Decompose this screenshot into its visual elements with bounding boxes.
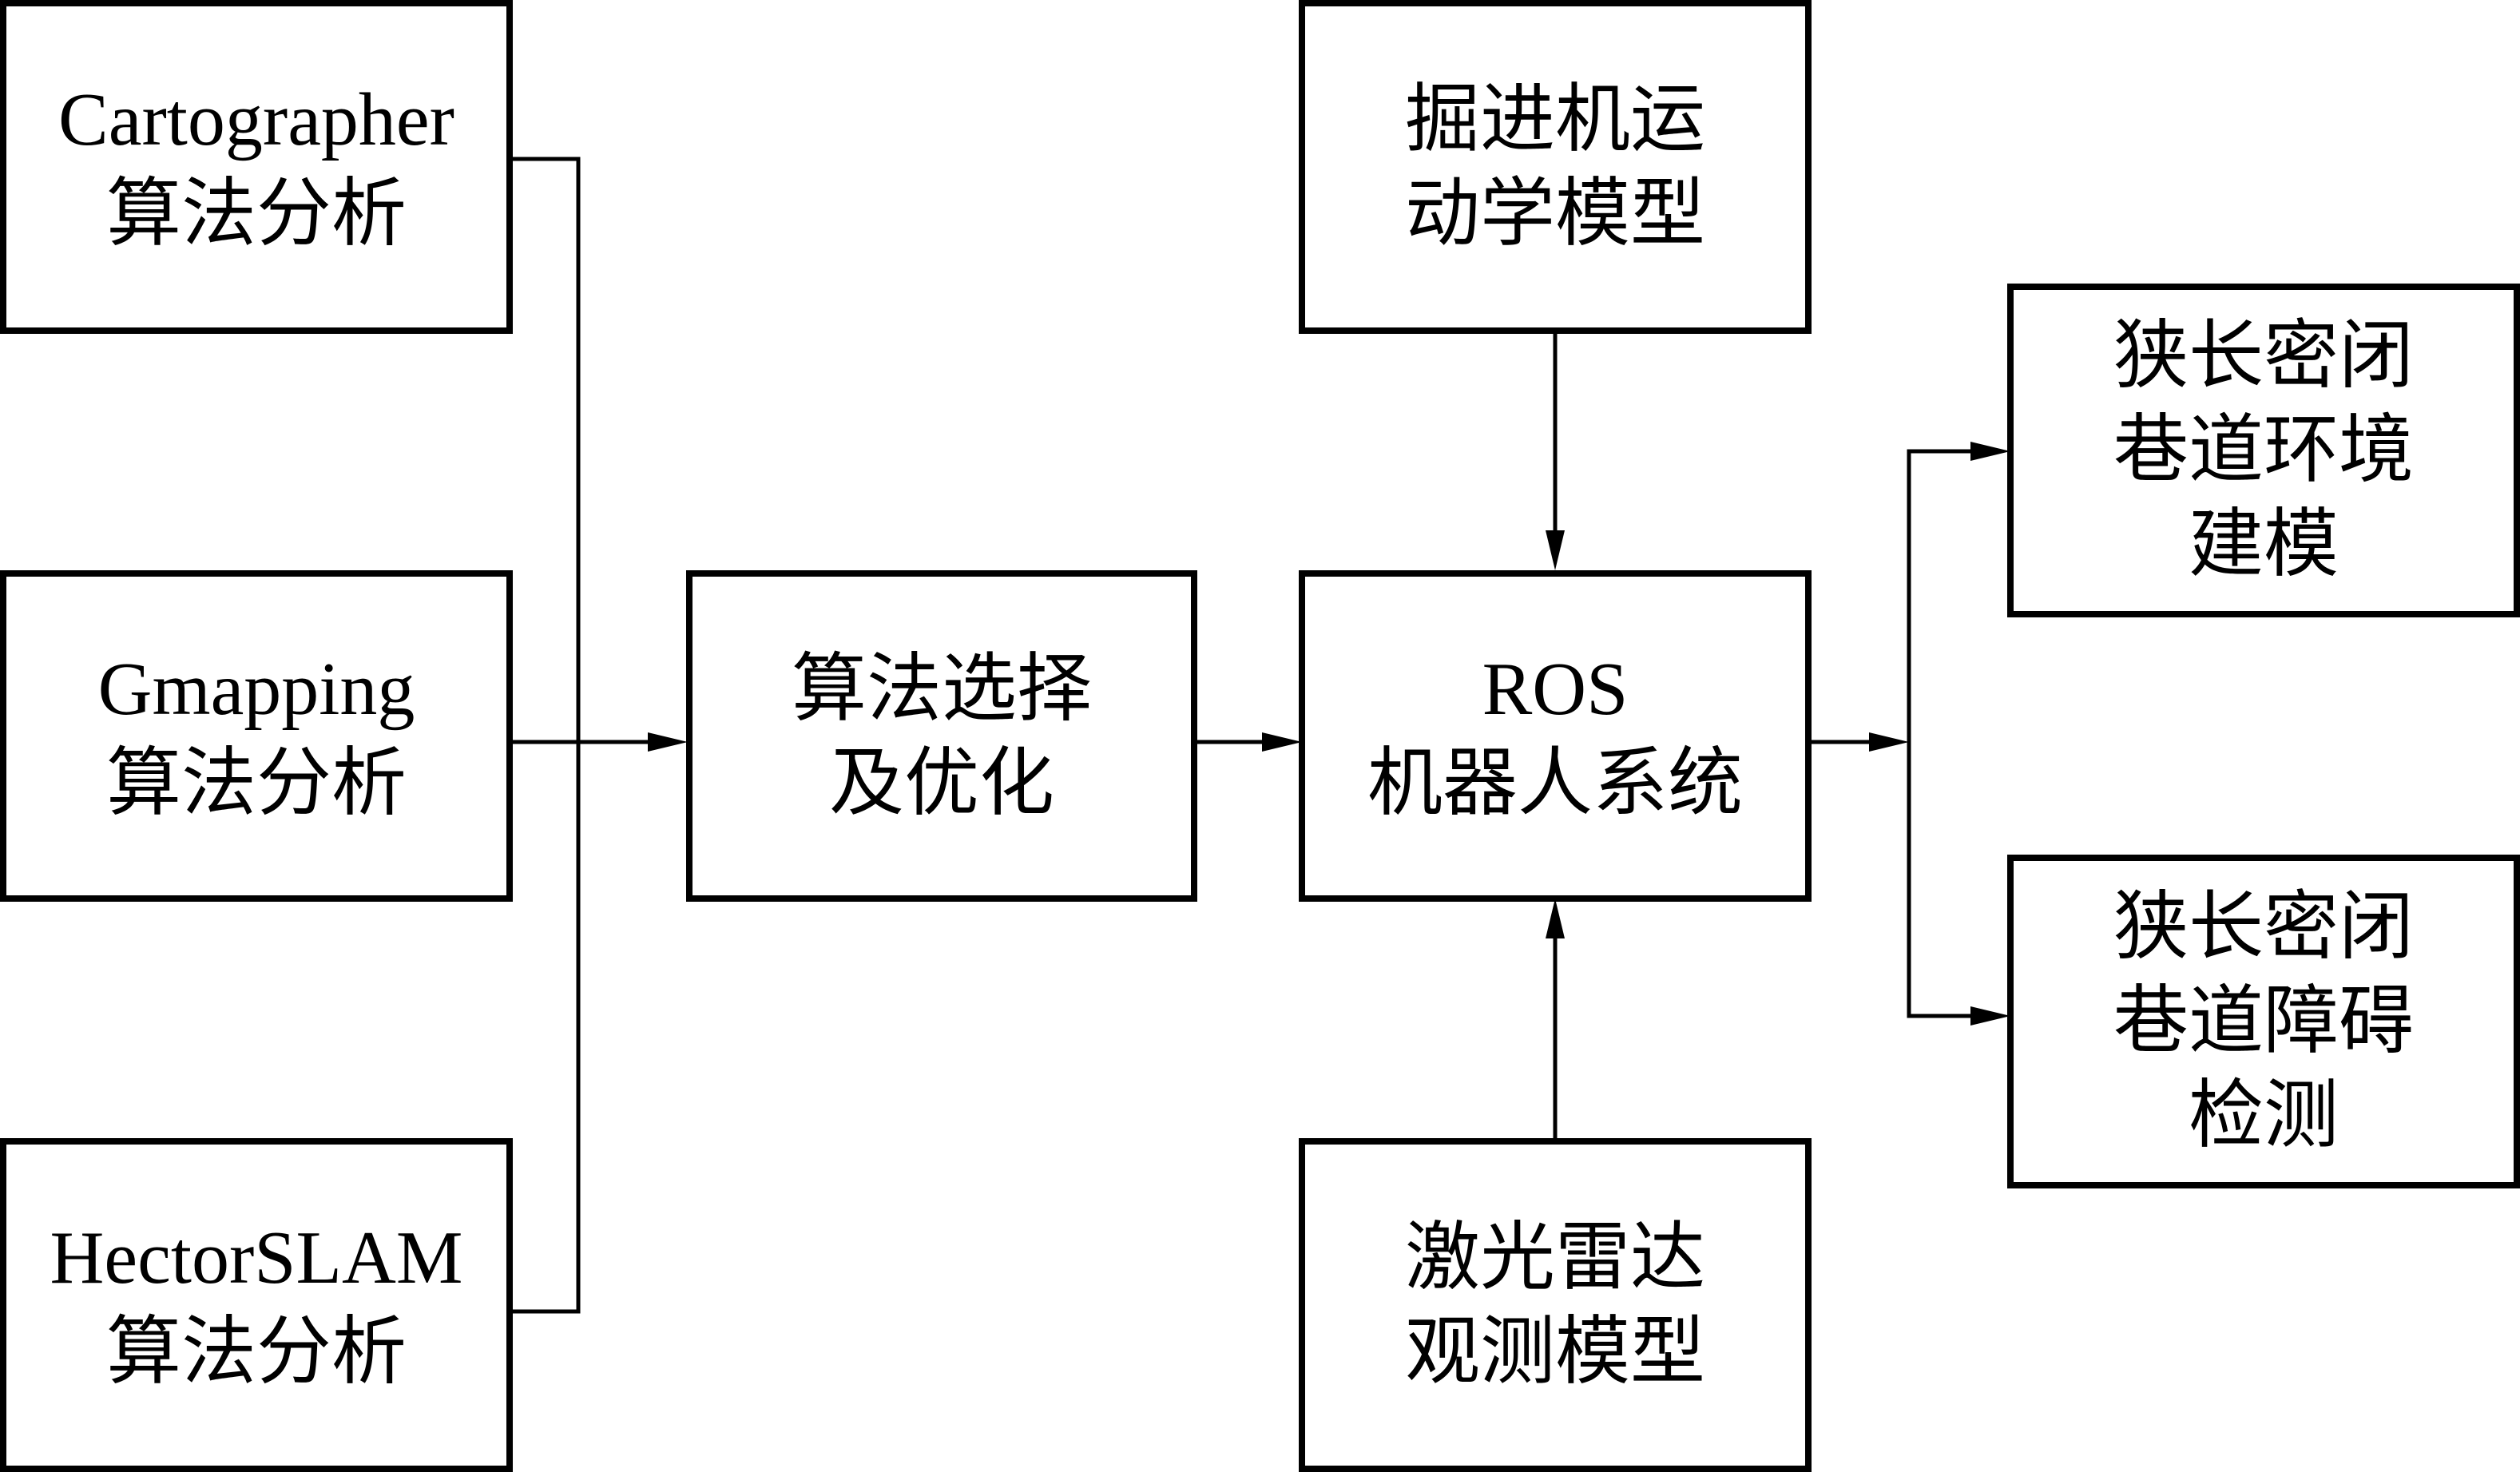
- node-label-line: 巷道障碍: [2113, 980, 2414, 1063]
- node-cartographer: Cartographer 算法分析: [0, 0, 513, 334]
- node-label-line: 巷道环境: [2113, 409, 2414, 492]
- edge-split-branches: [1907, 449, 1979, 1018]
- node-label-line: 检测: [2188, 1074, 2339, 1157]
- arrowhead-split: [1869, 732, 1909, 752]
- node-label-line: 激光雷达: [1404, 1216, 1705, 1299]
- arrowhead-ros-top: [1546, 530, 1565, 570]
- node-lidar: 激光雷达 观测模型: [1299, 1138, 1812, 1472]
- node-hectorslam: HectorSLAM 算法分析: [0, 1138, 513, 1472]
- node-label-line: Gmapping: [97, 647, 415, 731]
- node-algo-select: 算法选择 及优化: [686, 570, 1197, 902]
- node-gmapping: Gmapping 算法分析: [0, 570, 513, 902]
- node-ros: ROS 机器人系统: [1299, 570, 1812, 902]
- node-label-line: 及优化: [828, 741, 1054, 825]
- node-label-line: 掘进机运: [1404, 78, 1705, 161]
- node-label-line: ROS: [1482, 647, 1629, 731]
- node-label-line: 观测模型: [1404, 1311, 1705, 1394]
- node-label-line: HectorSLAM: [50, 1216, 463, 1299]
- node-label-line: Cartographer: [58, 78, 454, 161]
- node-label-line: 动学模型: [1404, 173, 1705, 256]
- node-label-line: 机器人系统: [1367, 741, 1743, 825]
- node-label-line: 算法选择: [791, 647, 1092, 731]
- arrowhead-env-model: [1970, 442, 2010, 461]
- arrowhead-ros-left: [1262, 732, 1302, 752]
- node-label-line: 狭长密闭: [2113, 886, 2414, 969]
- node-label-line: 算法分析: [105, 1311, 407, 1394]
- node-label-line: 算法分析: [105, 741, 407, 825]
- node-kinematics: 掘进机运 动学模型: [1299, 0, 1812, 334]
- arrowhead-obstacle: [1970, 1006, 2010, 1026]
- arrowhead-ros-bottom: [1546, 899, 1565, 938]
- node-env-model: 狭长密闭 巷道环境 建模: [2007, 284, 2520, 617]
- node-obstacle: 狭长密闭 巷道障碍 检测: [2007, 855, 2520, 1188]
- arrowhead-algo-select: [648, 732, 688, 752]
- edge-cartographer-bus: [510, 157, 581, 1314]
- node-label-line: 建模: [2188, 503, 2339, 586]
- node-label-line: 狭长密闭: [2113, 315, 2414, 398]
- node-label-line: 算法分析: [105, 173, 407, 256]
